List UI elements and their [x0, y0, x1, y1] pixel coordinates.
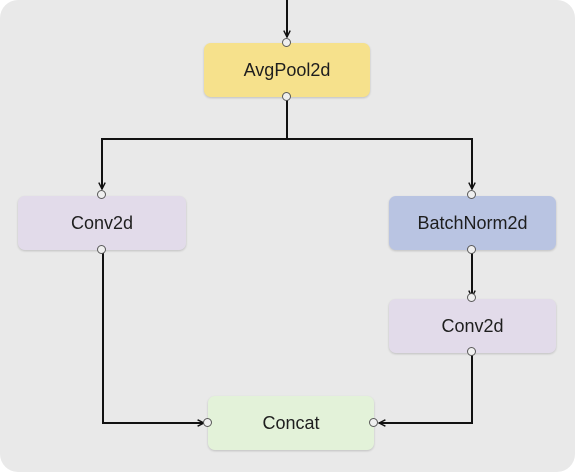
concat-node[interactable]: Concat [208, 396, 374, 450]
edge-avgpool-to-batchnorm [287, 138, 472, 189]
conv2d-left-label: Conv2d [70, 212, 134, 233]
concat-label: Concat [262, 412, 320, 433]
conv2d-left-node[interactable]: Conv2d [18, 196, 186, 250]
avgpool-label: AvgPool2d [243, 59, 331, 80]
edge-conv-left-to-concat [102, 252, 204, 423]
conv2d-right-input-port[interactable] [467, 293, 476, 302]
batchnorm-input-port[interactable] [467, 190, 476, 199]
batchnorm-node[interactable]: BatchNorm2d [389, 196, 556, 250]
conv2d-left-input-port[interactable] [97, 190, 106, 199]
edge-conv-right-to-concat [379, 355, 473, 423]
avgpool-output-port[interactable] [282, 92, 291, 101]
conv2d-right-node[interactable]: Conv2d [389, 299, 556, 353]
concat-right-input-port[interactable] [369, 418, 378, 427]
avgpool-node[interactable]: AvgPool2d [204, 43, 370, 97]
conv2d-left-output-port[interactable] [97, 245, 106, 254]
conv2d-right-label: Conv2d [441, 315, 504, 336]
batchnorm-output-port[interactable] [467, 245, 476, 254]
edge-avgpool-to-conv-left [102, 100, 288, 189]
avgpool-input-port[interactable] [282, 38, 291, 47]
concat-left-input-port[interactable] [203, 418, 212, 427]
batchnorm-label: BatchNorm2d [417, 212, 528, 233]
conv2d-right-output-port[interactable] [467, 347, 476, 356]
